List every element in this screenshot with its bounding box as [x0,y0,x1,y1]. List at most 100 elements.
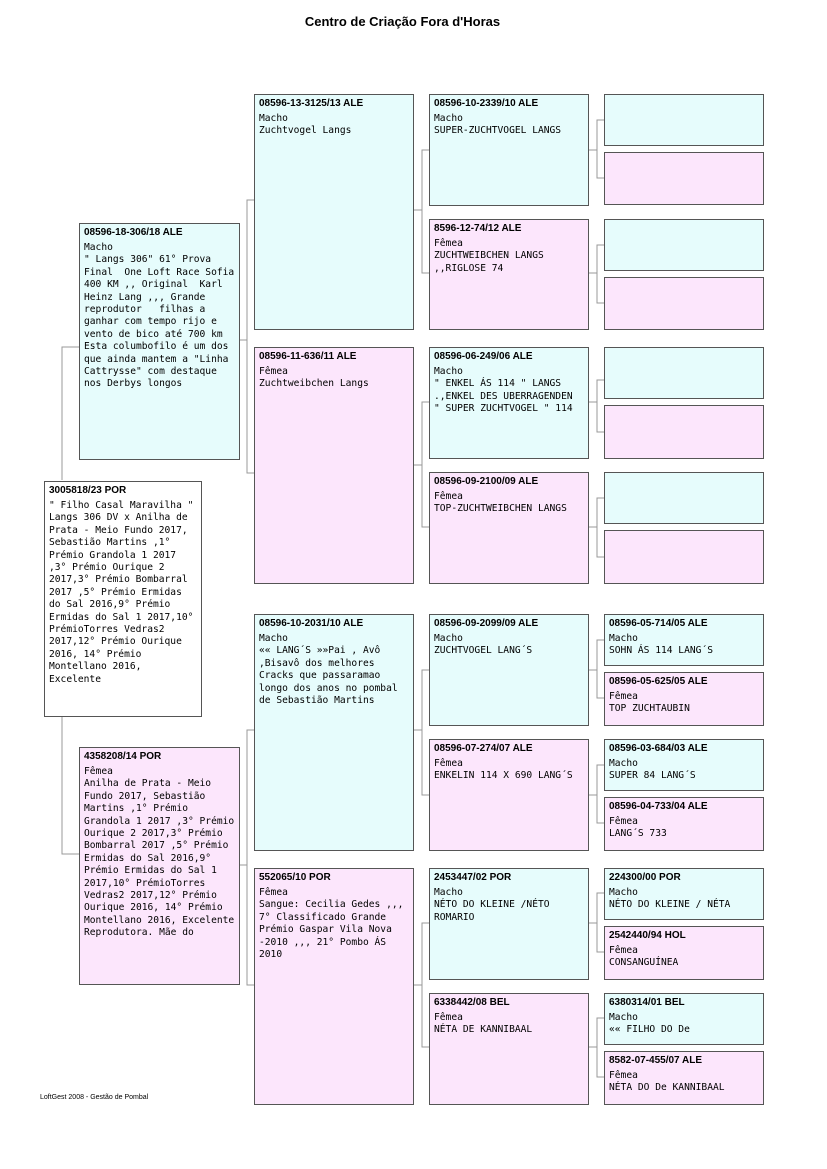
gen3-card-ddd: 6338442/08 BEL Fêmea NÉTA DE KANNIBAAL [429,993,589,1105]
description: ZUCHTVOGEL LANG´S [434,645,533,657]
ring-number: 08596-05-714/05 ALE [609,618,708,629]
gen4-empty-card [604,152,764,205]
description: SUPER 84 LANG´S [609,770,696,782]
gen3-card-dds: 2453447/02 POR Macho NÉTO DO KLEINE /NÉT… [429,868,589,980]
gen4-card-ddds: 6380314/01 BEL Macho «« FILHO DO De [604,993,764,1045]
sex-label: Macho [84,242,113,253]
page-title: Centro de Criação Fora d'Horas [304,14,501,29]
gen3-card-dsd: 08596-07-274/07 ALE Fêmea ENKELIN 114 X … [429,739,589,851]
ring-number: 08596-09-2100/09 ALE [434,476,539,487]
description: NÉTO DO KLEINE /NÉTO ROMARIO [434,899,556,923]
gen3-card-sdd: 08596-09-2100/09 ALE Fêmea TOP-ZUCHTWEIB… [429,472,589,584]
description: Zuchtvogel Langs [259,125,352,137]
ring-number: 08596-10-2339/10 ALE [434,98,539,109]
gen3-card-ssd: 8596-12-74/12 ALE Fêmea ZUCHTWEIBCHEN LA… [429,219,589,330]
ring-number: 08596-10-2031/10 ALE [259,618,364,629]
description: NÉTA DO De KANNIBAAL [609,1082,725,1094]
description: " ENKEL ÁS 114 " LANGS .,ENKEL DES UBERR… [434,378,579,415]
sex-label: Macho [434,113,463,124]
ring-number: 8582-07-455/07 ALE [609,1055,703,1066]
gen4-empty-card [604,405,764,459]
gen4-card-ddss: 224300/00 POR Macho NÉTO DO KLEINE / NÉT… [604,868,764,920]
footer-credit: LoftGest 2008 - Gestão de Pombal [40,1094,149,1101]
description: Sangue: Cecilia Gedes ,,, 7° Classificad… [259,899,410,961]
dam-sire-card: 08596-10-2031/10 ALE Macho «« LANG´S »»P… [254,614,414,851]
description: «« FILHO DO De [609,1024,690,1036]
gen4-empty-card [604,277,764,330]
gen3-card-dss: 08596-09-2099/09 ALE Macho ZUCHTVOGEL LA… [429,614,589,726]
sex-label: Macho [434,887,463,898]
gen3-card-sss: 08596-10-2339/10 ALE Macho SUPER-ZUCHTVO… [429,94,589,206]
sex-label: Fêmea [434,758,463,769]
ring-number: 3005818/23 POR [49,485,127,496]
description: «« LANG´S »»Pai , Avô ,Bisavô dos melhor… [259,645,404,707]
sex-label: Fêmea [84,766,113,777]
sex-label: Macho [434,633,463,644]
description: NÉTO DO KLEINE / NÉTA [609,899,731,911]
gen4-card-dsss: 08596-05-714/05 ALE Macho SOHN ÁS 114 LA… [604,614,764,666]
sex-label: Fêmea [609,691,638,702]
description: LANG´S 733 [609,828,667,840]
sex-label: Macho [434,366,463,377]
ring-number: 08596-04-733/04 ALE [609,801,708,812]
ring-number: 08596-07-274/07 ALE [434,743,533,754]
ring-number: 08596-03-684/03 ALE [609,743,708,754]
gen4-empty-card [604,472,764,524]
ring-number: 6380314/01 BEL [609,997,685,1008]
gen4-card-dsdd: 08596-04-733/04 ALE Fêmea LANG´S 733 [604,797,764,851]
dam-dam-card: 552065/10 POR Fêmea Sangue: Cecilia Gede… [254,868,414,1105]
ring-number: 08596-06-249/06 ALE [434,351,533,362]
sex-label: Fêmea [434,238,463,249]
subject-card: 3005818/23 POR " Filho Casal Maravilha "… [44,481,202,717]
gen4-empty-card [604,530,764,584]
sex-label: Fêmea [434,1012,463,1023]
dam-card: 4358208/14 POR Fêmea Anilha de Prata - M… [79,747,240,985]
description: " Langs 306" 61° Prova Final One Loft Ra… [84,254,240,390]
ring-number: 6338442/08 BEL [434,997,510,1008]
ring-number: 08596-11-636/11 ALE [259,351,357,362]
description: ZUCHTWEIBCHEN LANGS ,,RIGLOSE 74 [434,250,550,274]
description: ENKELIN 114 X 690 LANG´S [434,770,573,782]
ring-number: 8596-12-74/12 ALE [434,223,522,234]
sex-label: Fêmea [434,491,463,502]
description: Zuchtweibchen Langs [259,378,369,390]
description: NÉTA DE KANNIBAAL [434,1024,533,1036]
ring-number: 552065/10 POR [259,872,331,883]
gen4-card-ddsd: 2542440/94 HOL Fêmea CONSANGUÍNEA [604,926,764,980]
sire-dam-card: 08596-11-636/11 ALE Fêmea Zuchtweibchen … [254,347,414,584]
description: TOP ZUCHTAUBIN [609,703,690,715]
gen4-card-dddd: 8582-07-455/07 ALE Fêmea NÉTA DO De KANN… [604,1051,764,1105]
ring-number: 224300/00 POR [609,872,681,883]
ring-number: 08596-13-3125/13 ALE [259,98,364,109]
sex-label: Fêmea [609,1070,638,1081]
sire-card: 08596-18-306/18 ALE Macho " Langs 306" 6… [79,223,240,460]
sex-label: Fêmea [259,887,288,898]
description: TOP-ZUCHTWEIBCHEN LANGS [434,503,567,515]
sex-label: Macho [259,633,288,644]
description: CONSANGUÍNEA [609,957,679,969]
ring-number: 2453447/02 POR [434,872,512,883]
description: " Filho Casal Maravilha " Langs 306 DV x… [49,500,200,685]
ring-number: 4358208/14 POR [84,751,162,762]
gen4-card-dsds: 08596-03-684/03 ALE Macho SUPER 84 LANG´… [604,739,764,791]
gen3-card-sds: 08596-06-249/06 ALE Macho " ENKEL ÁS 114… [429,347,589,459]
sex-label: Macho [609,1012,638,1023]
ring-number: 2542440/94 HOL [609,930,686,941]
sire-sire-card: 08596-13-3125/13 ALE Macho Zuchtvogel La… [254,94,414,330]
description: Anilha de Prata - Meio Fundo 2017, Sebas… [84,778,240,939]
gen4-empty-card [604,94,764,146]
sex-label: Fêmea [609,945,638,956]
description: SOHN ÁS 114 LANG´S [609,645,713,657]
gen4-empty-card [604,347,764,399]
sex-label: Macho [259,113,288,124]
sex-label: Macho [609,633,638,644]
ring-number: 08596-18-306/18 ALE [84,227,183,238]
gen4-card-dssd: 08596-05-625/05 ALE Fêmea TOP ZUCHTAUBIN [604,672,764,726]
sex-label: Macho [609,758,638,769]
sex-label: Macho [609,887,638,898]
ring-number: 08596-09-2099/09 ALE [434,618,539,629]
ring-number: 08596-05-625/05 ALE [609,676,708,687]
sex-label: Fêmea [609,816,638,827]
sex-label: Fêmea [259,366,288,377]
